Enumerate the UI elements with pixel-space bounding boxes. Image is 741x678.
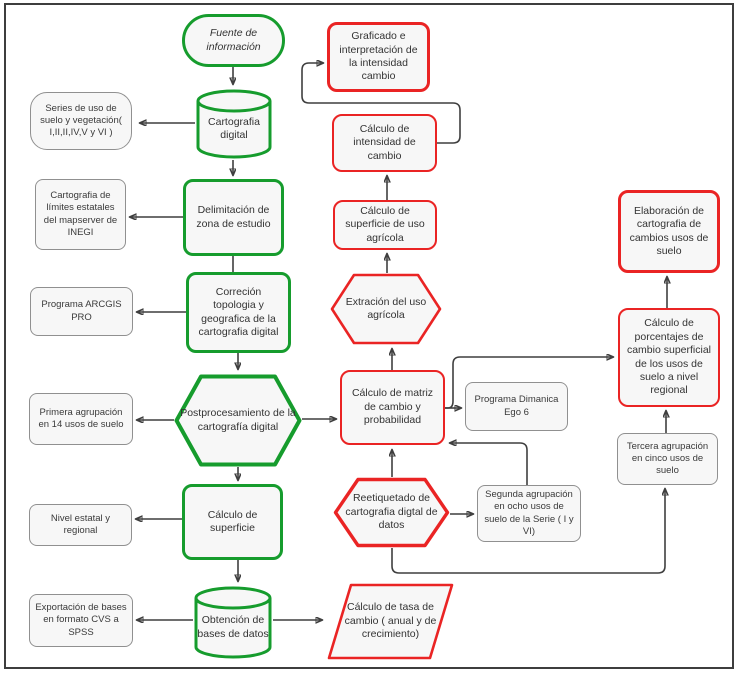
node-correcion-topologia: Correción topologia y geografica de la c… — [186, 272, 291, 353]
node-cartografia-digital: Cartografia digital — [195, 88, 273, 160]
node-label: Correción topologia y geografica de la c… — [198, 285, 279, 338]
node-label: Cálculo de superficie de uso agrícola — [345, 204, 425, 244]
node-obtencion-bases: Obtención de bases de datos — [193, 585, 273, 660]
node-label: Fuente de información — [206, 27, 261, 53]
node-label: Series de uso de suelo y vegetación( I,I… — [40, 102, 122, 139]
hexagon-shape — [174, 374, 302, 467]
node-label: Programa ARCGIS PRO — [41, 299, 122, 323]
node-segunda-agrupacion: Segunda agrupación en ocho usos de suelo… — [477, 485, 581, 542]
node-matriz-cambio: Cálculo de matriz de cambio y probabilid… — [340, 370, 445, 445]
node-label: Cálculo de superficie — [207, 508, 258, 534]
node-label: Obtención de bases de datos — [197, 614, 269, 640]
node-programa-arcgis: Programa ARCGIS PRO — [30, 287, 133, 336]
node-reetiquetado: Reetiquetado de cartografia digtal de da… — [333, 477, 450, 548]
node-extracion-uso-agricola: Extración del uso agrícola — [330, 273, 442, 345]
node-tercera-agrupacion: Tercera agrupación en cinco usos de suel… — [617, 433, 718, 485]
node-tasa-cambio: Cálculo de tasa de cambio ( anual y de c… — [327, 583, 454, 660]
node-label: Cálculo de porcentajes de cambio superfi… — [626, 317, 712, 397]
node-delimitacion-zona-estudio: Delimitación de zona de estudio — [183, 179, 284, 256]
node-fuente-de-informacion: Fuente de información — [182, 14, 285, 67]
cylinder-shape — [196, 89, 272, 159]
diagram-border — [4, 3, 734, 669]
node-series-uso-suelo: Series de uso de suelo y vegetación( I,I… — [30, 92, 132, 150]
node-primera-agrupacion: Primera agrupación en 14 usos de suelo — [29, 393, 133, 445]
node-label: Programa Dimanica Ego 6 — [474, 394, 559, 418]
node-label: Reetiquetado de cartografia digtal de da… — [345, 492, 438, 532]
node-label: Cálculo de matriz de cambio y probabilid… — [351, 387, 434, 427]
node-label: Elaboración de cartografia de cambios us… — [629, 204, 709, 257]
node-label: Nivel estatal y regional — [50, 512, 111, 536]
node-label: Cálculo de intensidad de cambio — [353, 122, 416, 162]
node-calculo-superficie: Cálculo de superficie — [182, 484, 283, 560]
node-postprocesamiento: Postprocesamiento de la cartografía digi… — [174, 374, 302, 467]
node-nivel-estatal: Nivel estatal y regional — [29, 504, 132, 546]
node-label: Tercera agrupación en cinco usos de suel… — [626, 440, 709, 477]
node-label: Segunda agrupación en ocho usos de suelo… — [484, 489, 574, 537]
node-graficado-interpretacion: Graficado e interpretación de la intensi… — [327, 22, 430, 92]
node-label: Postprocesamiento de la cartografía digi… — [180, 407, 296, 433]
node-label: Cálculo de tasa de cambio ( anual y de c… — [344, 601, 437, 641]
hexagon-shape — [330, 273, 442, 345]
node-superficie-uso-agricola: Cálculo de superficie de uso agrícola — [333, 200, 437, 250]
node-porcentajes-cambio: Cálculo de porcentajes de cambio superfi… — [618, 308, 720, 407]
parallelogram-shape — [327, 583, 454, 660]
node-programa-dimanica: Programa Dimanica Ego 6 — [465, 382, 568, 431]
node-label: Cartografia de límites estatales del map… — [43, 190, 118, 238]
node-label: Primera agrupación en 14 usos de suelo — [38, 406, 124, 430]
node-calculo-intensidad: Cálculo de intensidad de cambio — [332, 114, 437, 172]
node-label: Extración del uso agrícola — [345, 295, 427, 321]
node-exportacion-bases: Exportación de bases en formato CVS a SP… — [29, 594, 133, 647]
node-cartografia-inegi: Cartografia de límites estatales del map… — [35, 179, 126, 250]
node-label: Exportación de bases en formato CVS a SP… — [35, 602, 127, 638]
cylinder-shape — [194, 586, 272, 659]
node-label: Graficado e interpretación de la intensi… — [339, 30, 418, 83]
node-label: Cartografia digital — [208, 115, 260, 141]
node-elaboracion-cartografia: Elaboración de cartografia de cambios us… — [618, 190, 720, 273]
node-label: Delimitación de zona de estudio — [196, 204, 271, 230]
hexagon-shape — [333, 477, 450, 548]
